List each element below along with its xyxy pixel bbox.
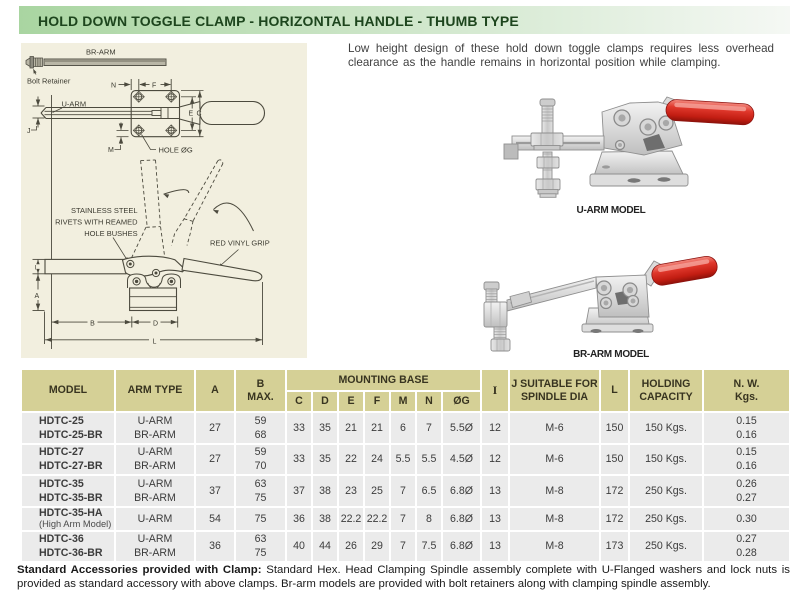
- svg-text:HOLE ØG: HOLE ØG: [159, 146, 193, 155]
- svg-text:C: C: [197, 111, 202, 118]
- svg-text:F: F: [152, 83, 156, 90]
- svg-text:RIVETS WITH REAMED: RIVETS WITH REAMED: [55, 218, 138, 227]
- svg-text:I: I: [35, 264, 37, 271]
- svg-text:HOLE BUSHES: HOLE BUSHES: [84, 229, 137, 238]
- svg-text:Bolt Retainer: Bolt Retainer: [27, 77, 71, 86]
- svg-text:L: L: [153, 338, 157, 345]
- svg-text:BR-ARM: BR-ARM: [86, 48, 116, 57]
- svg-text:M: M: [108, 147, 114, 154]
- svg-text:RED VINYL GRIP: RED VINYL GRIP: [210, 239, 270, 248]
- svg-text:E: E: [189, 111, 194, 118]
- svg-text:U-ARM: U-ARM: [62, 100, 87, 109]
- svg-text:N: N: [111, 83, 116, 90]
- svg-text:A: A: [35, 293, 40, 300]
- svg-text:D: D: [153, 321, 158, 328]
- svg-text:STAINLESS STEEL: STAINLESS STEEL: [71, 206, 138, 215]
- svg-text:B: B: [90, 321, 95, 328]
- svg-text:J: J: [27, 128, 31, 135]
